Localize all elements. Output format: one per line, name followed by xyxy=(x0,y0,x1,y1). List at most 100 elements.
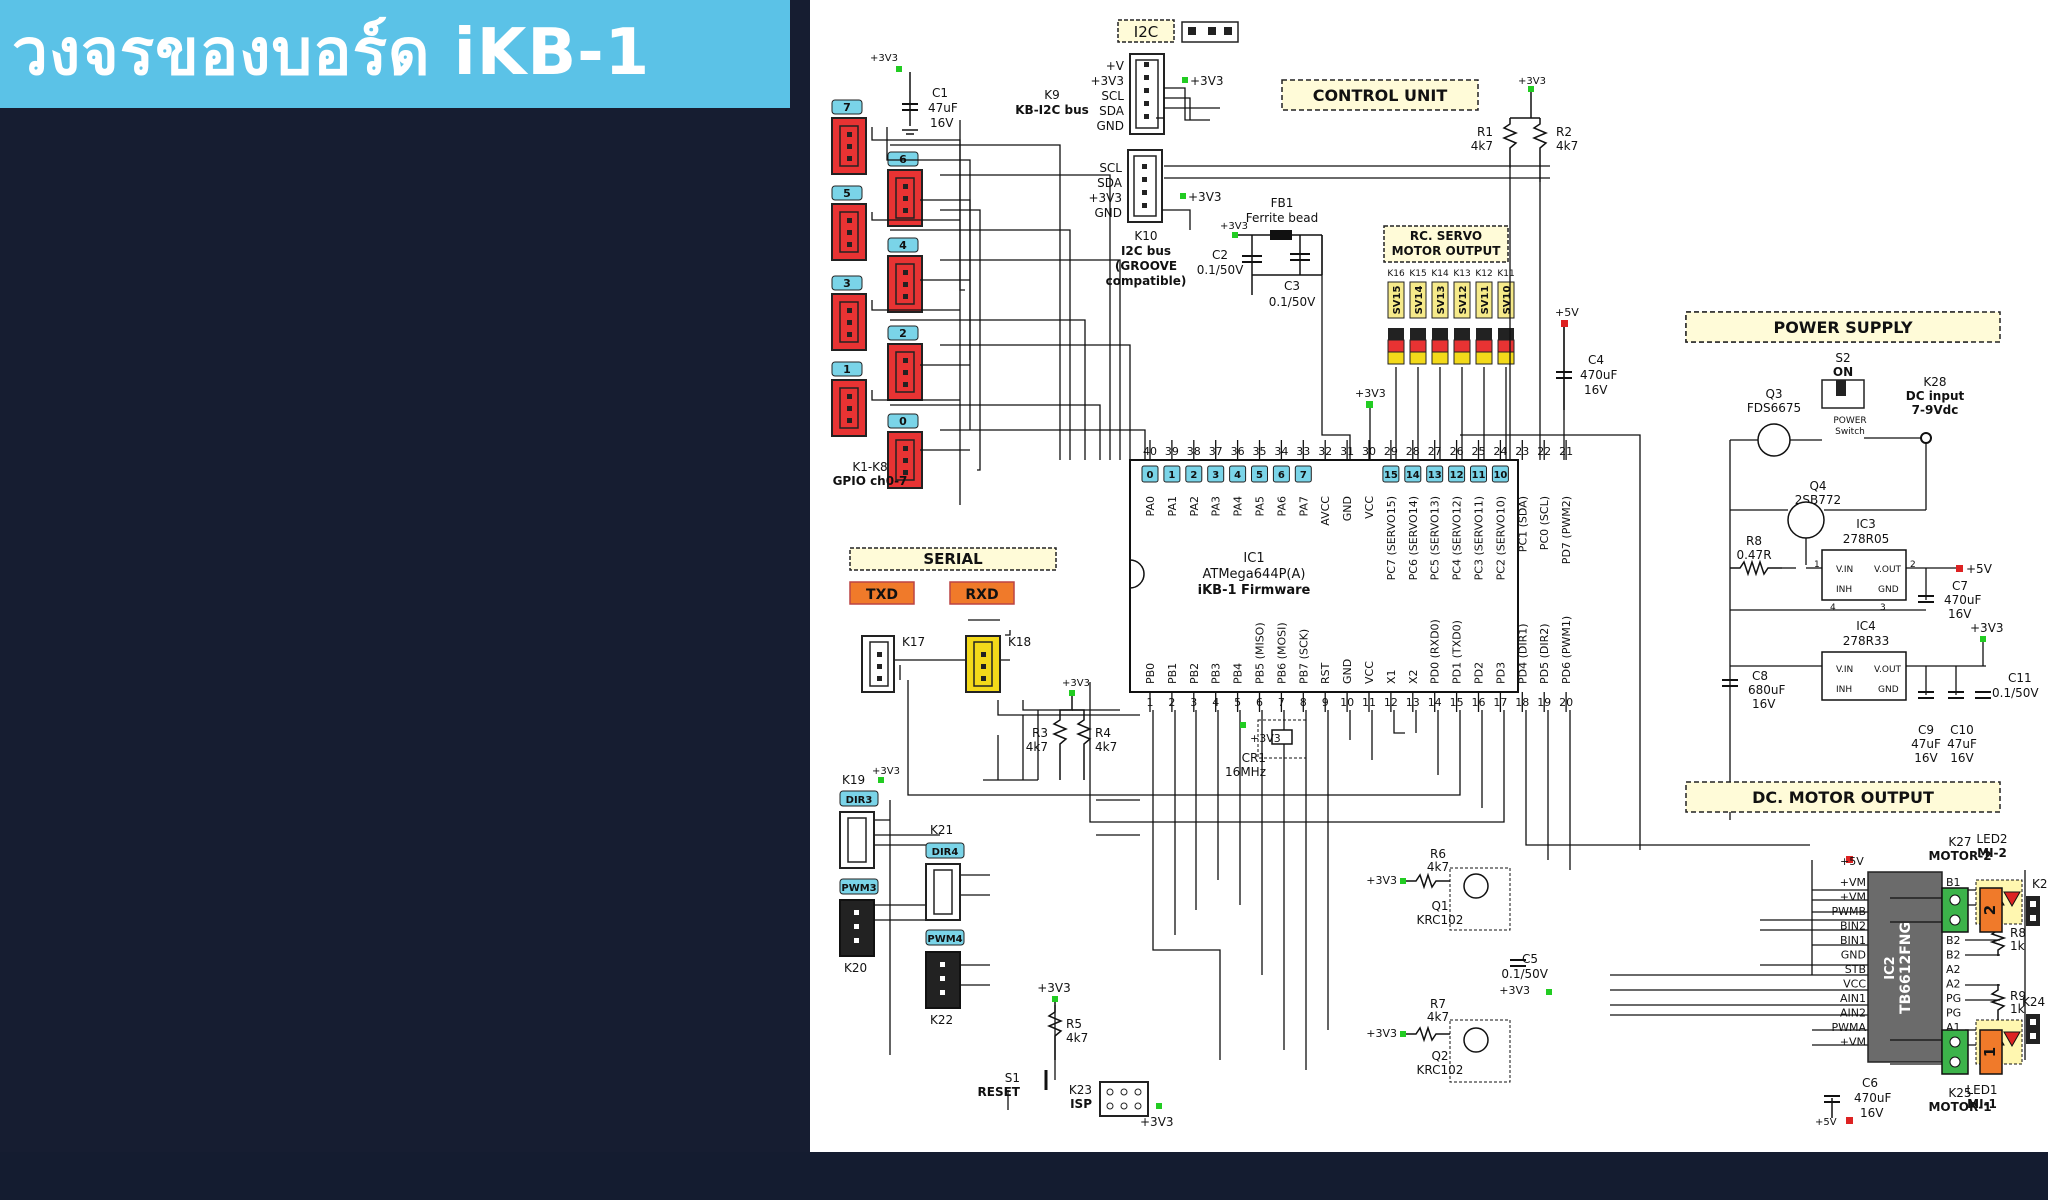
ic1-bottom-pin-number: 16 xyxy=(1472,696,1486,709)
r1-value: 4k7 xyxy=(1471,139,1493,153)
ic1-top-pin-name: PC4 (SERVO12) xyxy=(1451,496,1464,580)
ic1-channel-badge-label: 0 xyxy=(1147,470,1154,481)
servo-connector-label: K14 xyxy=(1431,269,1449,279)
ic2-part: TB6612FNG xyxy=(1898,922,1914,1014)
ps-33: +3V3 xyxy=(1970,621,2004,635)
k9-pin xyxy=(1144,62,1149,67)
gpio-channel-badge xyxy=(831,185,863,201)
ic2-left-pin: PWMB xyxy=(1831,905,1866,918)
led1-name: LED1 xyxy=(1966,1083,1997,1097)
ic2-left-pin: AIN1 xyxy=(1840,992,1866,1005)
ic2-right-pin: B1 xyxy=(1946,876,1961,889)
gpio-pin xyxy=(903,208,908,213)
r34-rail: +3V3 xyxy=(1062,678,1090,689)
s2-name: S2 xyxy=(1835,351,1850,365)
servo-connector-label: K13 xyxy=(1453,269,1470,279)
ic1-top-pin-number: 29 xyxy=(1384,445,1398,458)
q4-name: Q4 xyxy=(1809,479,1826,493)
ic2-right-pin: B2 xyxy=(1946,934,1961,947)
k10-pin xyxy=(1142,190,1147,195)
r1-name: R1 xyxy=(1477,125,1493,139)
ic1-top-pin-number: 21 xyxy=(1559,445,1573,458)
k10-pin-label: +3V3 xyxy=(1088,191,1122,205)
ic3-pin4: 4 xyxy=(1830,603,1836,613)
ic1-channel-badge xyxy=(1294,465,1312,483)
cr1-rail: +3V3 xyxy=(1250,732,1281,745)
ic2-5v-bottom: +5V xyxy=(1815,1117,1837,1128)
gpio-pin xyxy=(903,470,908,475)
ic3-pin2: 2 xyxy=(1910,560,1916,570)
c8-value: 680uF xyxy=(1748,683,1786,697)
ic2-left-pin: GND xyxy=(1841,949,1866,962)
k10-rail: +3V3 xyxy=(1188,190,1222,204)
gpio-pin xyxy=(847,418,852,423)
ic1-bottom-pin-name: PB4 xyxy=(1232,663,1245,684)
ic2-left-pin: BIN2 xyxy=(1840,920,1866,933)
ic1-top-pin-name: PD7 (PWM2) xyxy=(1560,496,1573,564)
gpio-pin xyxy=(903,282,908,287)
servo-signal-box xyxy=(1475,281,1493,319)
servo-pin-gnd xyxy=(1432,328,1448,340)
gpio-pin xyxy=(903,458,908,463)
ic3-inh: INH xyxy=(1836,585,1852,595)
r8ps-value: 0.47R xyxy=(1736,548,1771,562)
c8-voltage: 16V xyxy=(1752,697,1776,711)
fb1-desc: Ferrite bead xyxy=(1246,211,1319,225)
c3-name: C3 xyxy=(1284,279,1300,293)
k10-pin xyxy=(1142,177,1147,182)
ic4-gnd: GND xyxy=(1878,685,1899,695)
ic1-bottom-pin-number: 4 xyxy=(1212,696,1219,709)
ic1-channel-badge-label: 1 xyxy=(1168,470,1175,481)
ic1-bottom-pin-number: 13 xyxy=(1406,696,1420,709)
i2c-title: I2C xyxy=(1134,23,1158,41)
rc-servo-section: RC. SERVO MOTOR OUTPUT K16SV15K15SV14K14… xyxy=(1383,225,1579,365)
gpio-connector: 3 xyxy=(831,275,867,351)
ic1-channel-badge-label: 7 xyxy=(1300,470,1307,481)
servo-pin-gnd xyxy=(1388,328,1404,340)
gpio-channel-badge xyxy=(887,151,919,167)
k9-pin xyxy=(1144,88,1149,93)
gpio-channel-number: 2 xyxy=(899,327,907,340)
gpio-channel-badge xyxy=(887,237,919,253)
transistors-q1-q2: +3V3 R6 4k7 Q1 KRC102 +3V3 R7 4k7 Q2 KRC… xyxy=(1366,847,1552,1083)
r5-rail: +3V3 xyxy=(1037,981,1071,995)
ic1-top-pin-number: 24 xyxy=(1493,445,1507,458)
k22-label: K22 xyxy=(930,1013,953,1027)
c9-voltage: 16V xyxy=(1914,751,1938,765)
ic1-name: IC1 xyxy=(1243,551,1264,566)
k9-pin-label: +3V3 xyxy=(1090,74,1124,88)
c9-name: C9 xyxy=(1918,723,1934,737)
k10-line2: (GROOVE xyxy=(1115,259,1177,273)
ic1-channel-badge-label: 11 xyxy=(1472,470,1486,481)
ic2-right-pin: B2 xyxy=(1946,949,1961,962)
r-rail: +3V3 xyxy=(1518,76,1546,87)
q3-part: FDS6675 xyxy=(1747,401,1801,415)
ic1-top-pin-name: PA3 xyxy=(1210,496,1223,516)
ic1-bottom-pin-number: 20 xyxy=(1559,696,1573,709)
ic3-gnd: GND xyxy=(1878,585,1899,595)
k9-name: K9 xyxy=(1044,88,1060,102)
r2-name: R2 xyxy=(1556,125,1572,139)
k18-label: K18 xyxy=(1008,635,1031,649)
gpio-pin xyxy=(847,242,852,247)
c6-name: C6 xyxy=(1862,1076,1878,1090)
ic1-bottom-pin-name: PD6 (PWM1) xyxy=(1560,616,1573,684)
ic1-channel-badge xyxy=(1491,465,1509,483)
ic1-channel-badge xyxy=(1185,465,1203,483)
ic1-bottom-pin-name: X2 xyxy=(1407,669,1420,684)
ic1-bottom-pin-number: 10 xyxy=(1340,696,1354,709)
c2-name: C2 xyxy=(1212,248,1228,262)
cr1-value: 16MHz xyxy=(1225,765,1266,779)
gpio-pin xyxy=(903,270,908,275)
r7-name: R7 xyxy=(1430,997,1446,1011)
c5-rail: +3V3 xyxy=(1499,984,1530,997)
gpio-connector: 0 xyxy=(887,413,923,489)
rxd-label: RXD xyxy=(965,587,998,603)
power-supply-section xyxy=(2046,312,2048,342)
gpio-pin xyxy=(847,230,852,235)
s2-state: ON xyxy=(1833,365,1853,379)
gpio-channel-number: 4 xyxy=(899,239,907,252)
power-switch-2: Switch xyxy=(1835,427,1865,437)
